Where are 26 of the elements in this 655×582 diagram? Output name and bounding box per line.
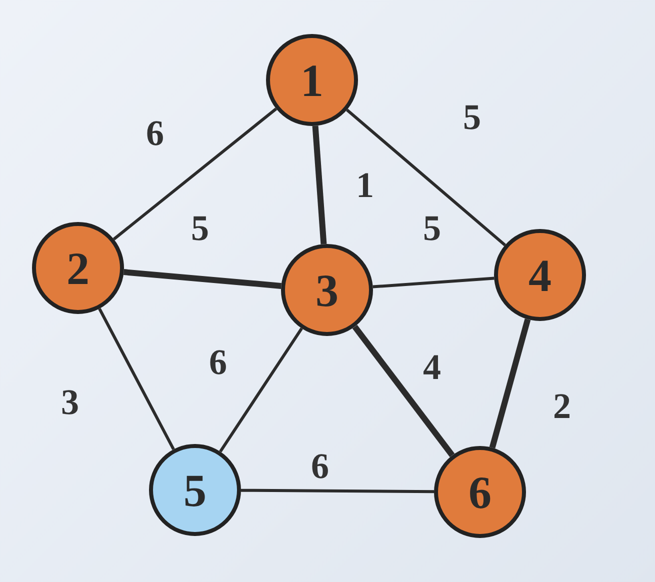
edge-weight-label: 4 <box>422 346 442 388</box>
edge-weight-label: 3 <box>60 381 80 423</box>
edge-weight-label: 5 <box>190 207 210 249</box>
graph-edge <box>312 126 327 244</box>
graph-edge <box>98 308 175 450</box>
graph-edge <box>241 488 434 494</box>
vertex-number: 2 <box>66 242 90 294</box>
edge-weight-label: 1 <box>355 164 375 206</box>
vertex-number: 1 <box>300 54 324 106</box>
graph-edge <box>346 108 506 246</box>
vertex-number: 3 <box>316 264 338 316</box>
graph-edge <box>352 324 455 458</box>
vertex-number: 6 <box>468 466 492 518</box>
graph-edge <box>372 276 494 288</box>
vertex-number: 5 <box>184 464 206 516</box>
graph-edge <box>219 328 303 452</box>
edge-weight-label: 2 <box>552 385 572 427</box>
edge-weight-label: 6 <box>208 341 228 383</box>
graph-edge <box>489 318 531 448</box>
vertex-number: 4 <box>528 248 552 302</box>
edge-weight-label: 5 <box>422 207 442 249</box>
edge-weight-label: 6 <box>145 112 165 154</box>
graph-edge <box>112 108 278 240</box>
edge-weight-label: 6 <box>310 445 330 487</box>
graph-edge <box>124 269 282 289</box>
edge-weight-label: 5 <box>462 96 482 138</box>
